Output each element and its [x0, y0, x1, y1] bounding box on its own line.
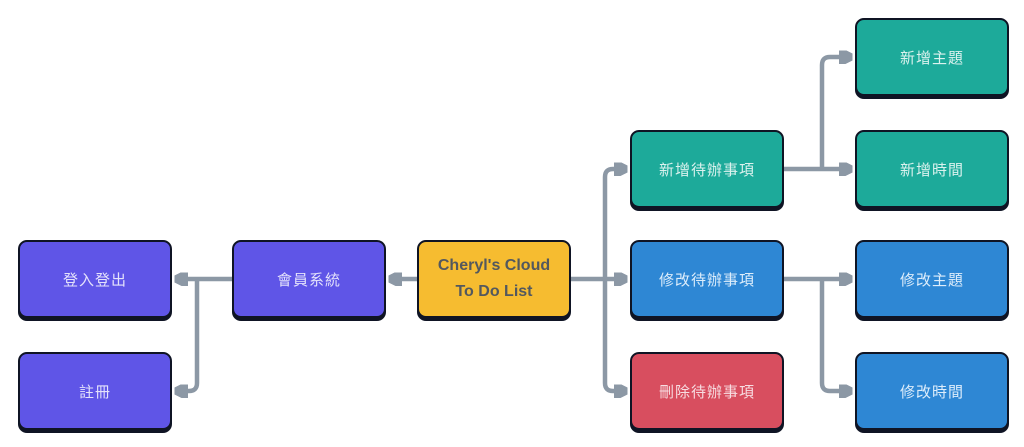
node-edit-todo[interactable]: 修改待辦事項	[630, 240, 784, 318]
edge-member-to-register	[177, 279, 200, 391]
node-add-time[interactable]: 新增時間	[855, 130, 1009, 208]
node-add-todo[interactable]: 新增待辦事項	[630, 130, 784, 208]
edge-root-to-add-todo	[602, 169, 625, 279]
node-member-system[interactable]: 會員系統	[232, 240, 386, 318]
edge-root-to-delete-todo	[602, 279, 625, 391]
node-add-topic[interactable]: 新增主題	[855, 18, 1009, 96]
node-root-title[interactable]: Cheryl's Cloud To Do List	[417, 240, 571, 318]
node-register[interactable]: 註冊	[18, 352, 172, 430]
node-edit-time[interactable]: 修改時間	[855, 352, 1009, 430]
edge-add-todo-to-add-topic	[819, 57, 850, 169]
edge-edit-todo-to-edit-time	[819, 279, 850, 391]
node-login-logout[interactable]: 登入登出	[18, 240, 172, 318]
node-edit-topic[interactable]: 修改主題	[855, 240, 1009, 318]
node-delete-todo[interactable]: 刪除待辦事項	[630, 352, 784, 430]
